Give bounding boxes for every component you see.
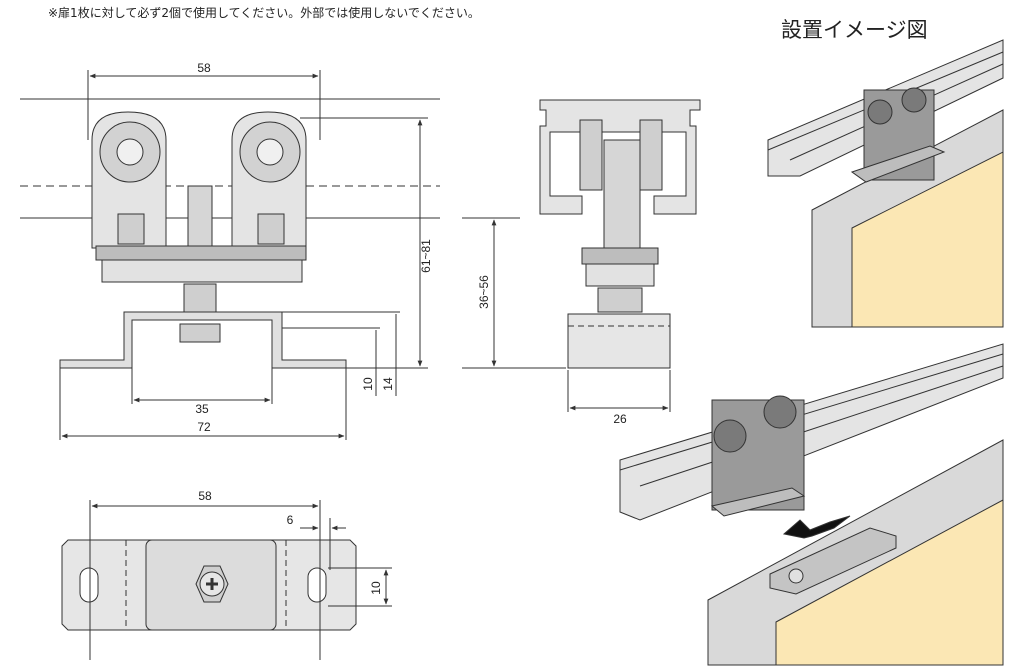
phillips-screw-icon [206,578,218,590]
installation-image-heading: 設置イメージ図 [781,18,928,42]
bracket-screw-icon [788,568,804,584]
installation-image-bottom [619,343,1004,666]
rail-bottom-edge-1 [619,353,1004,471]
bottom-right-slot [307,567,327,603]
dim-26-label: 26 [613,412,627,426]
front-view [20,70,440,440]
dim-bottom-58-label: 58 [198,489,212,503]
side-top-plate [581,247,659,265]
right-wheel-hub [256,138,284,166]
dim-72-label: 72 [197,420,211,434]
rail-bottom-edge-2 [639,365,1004,487]
dim-total-label: 61~81 [419,239,433,273]
side-bracket-block [567,313,671,369]
dim-14-label: 14 [381,377,395,391]
hanger-plate-bottom [710,487,806,517]
side-center-body [603,139,641,249]
dim-10-label: 10 [361,377,375,391]
insert-arrow-icon [782,515,851,539]
side-left-wheel [579,119,603,191]
bottom-left-slot [79,567,99,603]
dim-slot-label: 10 [369,581,383,595]
side-hex-bolt [597,287,643,313]
front-carrier-body [101,259,303,283]
door-panel-top [851,151,1004,328]
side-view [462,99,701,412]
dim-35-label: 35 [195,402,209,416]
left-wheel-hub [116,138,144,166]
left-nut [117,213,145,245]
side-carrier-body [585,263,655,287]
door-panel-bottom [775,499,1004,666]
dim-6-label: 6 [287,513,294,527]
dim-side-height-label: 36~56 [477,275,491,309]
installation-image-top [767,39,1004,328]
front-top-plate [95,245,307,261]
dim-58-label: 58 [197,61,211,75]
right-nut [257,213,285,245]
usage-note: ※扉1枚に対して必ず2個で使用してください。外部では使用しないでください。 [48,6,480,20]
bottom-view [61,500,392,660]
bracket-top-image [850,145,946,183]
side-right-wheel [639,119,663,191]
front-hex-bolt [183,283,217,313]
front-lower-nut [179,323,221,343]
